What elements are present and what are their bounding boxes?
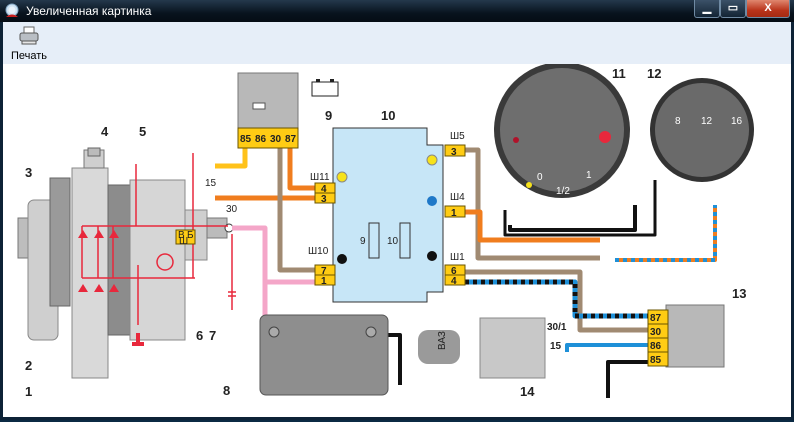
gauge-cluster-11: 0 1/2 1	[494, 62, 630, 198]
relay13-pin-30: 30	[650, 327, 662, 338]
magnifier-globe-icon	[5, 3, 19, 17]
fuel-tick-0: 0	[537, 172, 543, 183]
sh1-pin-6: 6	[451, 266, 457, 277]
relay9-pin-30: 30	[270, 134, 282, 145]
callout-10: 10	[381, 108, 395, 123]
regulator-pin-b: Б	[187, 230, 194, 241]
minimize-icon: ▁	[702, 2, 712, 14]
wiring-diagram: В Б Ш	[17, 62, 754, 399]
relay9-pin-87: 87	[285, 134, 297, 145]
relay13-pin-86: 86	[650, 341, 662, 352]
callout-3: 3	[25, 165, 32, 180]
close-icon: X	[764, 2, 772, 14]
relay9-pin-86: 86	[255, 134, 267, 145]
callout-4: 4	[101, 124, 109, 139]
callout-12: 12	[647, 66, 661, 81]
fuse-9-label: 9	[360, 236, 366, 247]
printer-icon	[19, 26, 39, 45]
diagram-canvas: В Б Ш	[3, 62, 791, 417]
relay9-pin-85: 85	[240, 134, 252, 145]
close-button[interactable]: X	[746, 0, 790, 18]
connector-sh10-label: Ш10	[308, 246, 329, 257]
callout-1: 1	[25, 384, 32, 399]
ignition-terminal-30-1: 30/1	[547, 322, 567, 333]
toolbar: Печать	[3, 22, 791, 64]
relay-13: 87 30 86 85	[647, 304, 725, 368]
callout-11: 11	[612, 66, 626, 81]
print-label: Печать	[10, 50, 48, 62]
ignition-switch-14: ВАЗ 30/1 15	[418, 317, 567, 379]
fuel-tick-half: 1/2	[556, 186, 570, 197]
wire-label-30: 30	[226, 204, 238, 215]
minimize-button[interactable]: ▁	[694, 0, 720, 18]
callout-14: 14	[520, 384, 535, 399]
callout-9: 9	[325, 108, 332, 123]
connector-sh11-label: Ш11	[310, 172, 330, 183]
wire-label-15: 15	[205, 178, 217, 189]
maximize-button[interactable]: ▭	[720, 0, 746, 18]
battery-symbol-icon	[311, 79, 339, 97]
battery-8	[259, 314, 389, 396]
ignition-terminal-15: 15	[550, 341, 562, 352]
sh10-pin-7: 7	[321, 266, 327, 277]
print-button[interactable]: Печать	[8, 24, 48, 62]
sh11-pin-4: 4	[321, 184, 327, 195]
connector-sh5-label: Ш5	[450, 131, 465, 142]
sh5-pin-3: 3	[451, 147, 457, 158]
relay13-pin-87: 87	[650, 313, 662, 324]
callout-8: 8	[223, 383, 230, 398]
callout-5: 5	[139, 124, 146, 139]
callout-13: 13	[732, 286, 746, 301]
callouts: 1 2 3 4 5 6 7 8 9 10 11 12 13 14	[25, 66, 746, 399]
key-brand: ВАЗ	[437, 331, 448, 350]
relay13-pin-85: 85	[650, 355, 662, 366]
voltmeter-12: 8 12 16	[650, 78, 754, 182]
connector-sh4-label: Ш4	[450, 192, 465, 203]
callout-6: 6	[196, 328, 203, 343]
sh11-pin-3: 3	[321, 194, 327, 205]
connector-sh1-label: Ш1	[450, 252, 465, 263]
sh1-pin-4: 4	[451, 276, 457, 287]
maximize-icon: ▭	[727, 2, 739, 14]
generator: В Б Ш	[17, 147, 236, 379]
voltmeter-tick-8: 8	[675, 116, 681, 127]
mounting-block-10: 9 10 3 4 3 1 7 1 6 4 Ш5 Ш11 Ш4	[308, 127, 466, 303]
fuse-10-label: 10	[387, 236, 399, 247]
sh4-pin-1: 1	[451, 208, 457, 219]
callout-7: 7	[209, 328, 216, 343]
fuel-tick-1: 1	[586, 170, 592, 181]
callout-2: 2	[25, 358, 32, 373]
title-bar[interactable]: Увеличенная картинка ▁ ▭ X	[0, 0, 794, 22]
voltmeter-tick-16: 16	[731, 116, 743, 127]
regulator-pin-sh: Ш	[179, 236, 188, 247]
voltmeter-tick-12: 12	[701, 116, 713, 127]
sh10-pin-1: 1	[321, 276, 327, 287]
window-title: Увеличенная картинка	[26, 4, 152, 18]
regulator-pin-v: В	[178, 230, 185, 241]
relay-9: 85 86 30 87	[237, 72, 339, 149]
